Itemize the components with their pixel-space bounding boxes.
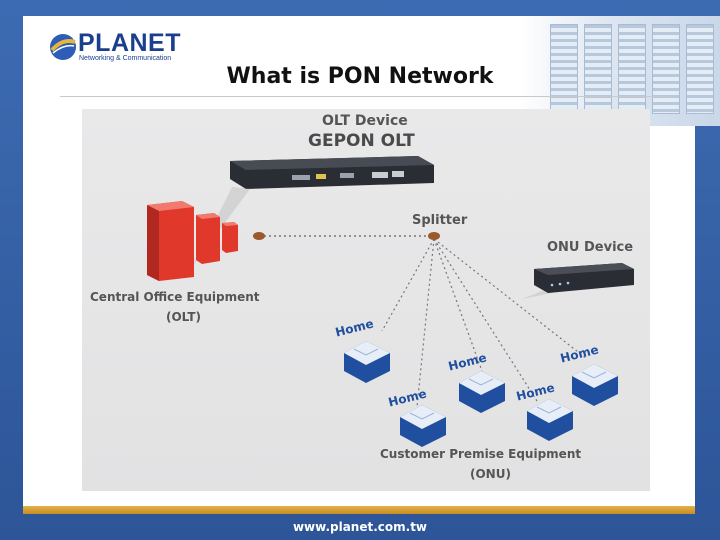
olt-port-dot: [253, 232, 265, 240]
title-divider: [60, 96, 670, 97]
onu-device-image: [534, 263, 634, 293]
footer-url: www.planet.com.tw: [292, 520, 428, 534]
page-title: What is PON Network: [226, 64, 494, 89]
onu-device-label: ONU Device: [547, 240, 634, 255]
home-icon: [400, 405, 446, 447]
globe-icon: [50, 34, 76, 60]
home-icon: [344, 341, 390, 383]
server-rack-image: [550, 24, 578, 114]
server-rack-decoration: [520, 16, 720, 126]
cpe-label: Customer Premise Equipment: [380, 447, 582, 461]
logo-wordmark: PLANET: [78, 29, 181, 57]
central-office-label: Central Office Equipment: [90, 290, 260, 304]
pon-diagram: OLT Device GEPON OLT Splitter ONU Device…: [82, 109, 650, 491]
pon-diagram-graphic: [147, 156, 634, 447]
planet-logo: PLANET Networking & Communication: [48, 29, 181, 67]
cpe-sublabel: (ONU): [470, 467, 511, 481]
olt-model-label: GEPON OLT: [308, 131, 415, 151]
home-icon: [572, 364, 618, 406]
drop-fiber-line: [433, 238, 538, 402]
home-icon: [459, 371, 505, 413]
server-rack-image: [686, 24, 714, 114]
splitter-dot: [428, 232, 440, 240]
server-rack-image: [584, 24, 612, 114]
central-office-buildings: [147, 201, 238, 281]
drop-fiber-line: [381, 238, 435, 332]
drop-fiber-line: [433, 238, 483, 372]
server-rack-image: [652, 24, 680, 114]
olt-device-image: [230, 156, 434, 189]
home-icon: [527, 399, 573, 441]
olt-device-label: OLT Device: [322, 113, 408, 129]
central-office-sublabel: (OLT): [166, 310, 202, 324]
server-rack-image: [618, 24, 646, 114]
footer-bar: [23, 506, 695, 514]
splitter-label: Splitter: [412, 213, 468, 228]
drop-fiber-line: [433, 238, 588, 360]
drop-fiber-line: [416, 238, 435, 408]
logo-tagline: Networking & Communication: [79, 55, 172, 62]
